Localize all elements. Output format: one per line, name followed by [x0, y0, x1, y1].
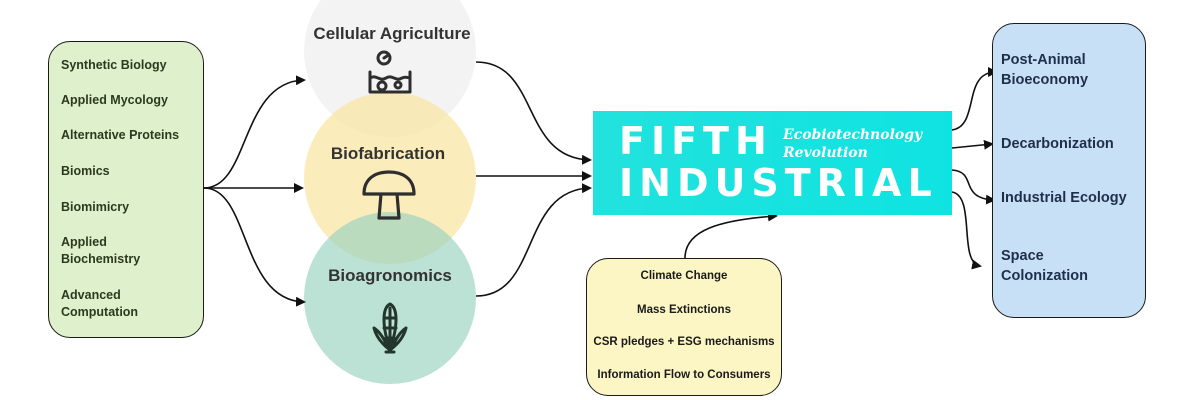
outcomes-box: Post-Animal Bioeconomy Decarbonization I… — [992, 23, 1146, 318]
input-item: Synthetic Biology — [61, 58, 167, 72]
input-item: Applied Mycology — [61, 93, 168, 107]
driver-item: Climate Change — [640, 270, 728, 282]
driver-item: CSR pledges + ESG mechanisms — [593, 336, 775, 348]
outcome-item: Post-Animal Bioeconomy — [1001, 52, 1089, 88]
arrow-drivers-to-banner — [684, 211, 778, 259]
banner-subtitle-line2: Revolution — [783, 145, 868, 161]
biofabrication-label: Biofabrication — [330, 144, 446, 163]
arrow-banner-to-space-colonization — [951, 191, 982, 270]
input-item: Biomimicry — [61, 200, 130, 214]
arrow-bioagronomics-to-banner — [475, 183, 592, 297]
arrow-cellular-to-banner — [475, 61, 592, 165]
driver-item: Mass Extinctions — [637, 304, 731, 316]
bioagronomics-label: Bioagronomics — [328, 266, 452, 285]
outcome-item: Space Colonization — [1001, 248, 1088, 284]
input-item: Advanced Computation — [61, 288, 139, 319]
banner-word-industrial: INDUSTRIAL — [619, 161, 938, 205]
driver-item: Information Flow to Consumers — [597, 369, 771, 381]
arrow-inputs-to-cellular — [203, 75, 306, 189]
inputs-box: Synthetic Biology Applied Mycology Alter… — [48, 41, 204, 338]
bioagronomics-circle — [304, 212, 476, 384]
outcome-item: Decarbonization — [1001, 136, 1114, 152]
input-item: Applied Biochemistry — [61, 235, 141, 266]
banner-word-fifth: FIFTH — [619, 119, 773, 163]
input-item: Alternative Proteins — [61, 128, 180, 142]
outcome-item: Industrial Ecology — [1001, 190, 1127, 206]
cellular-agriculture-label: Cellular Agriculture — [313, 24, 471, 43]
mushroom-icon — [362, 170, 416, 220]
arrow-banner-to-post-animal — [951, 67, 998, 131]
arrow-banner-to-industrial-ecology — [951, 169, 996, 205]
arrow-inputs-to-bioagronomics — [203, 187, 306, 307]
drivers-box: Climate Change Mass Extinctions CSR pled… — [586, 258, 782, 396]
banner-subtitle-line1: Ecobiotechnology — [783, 127, 923, 143]
fifth-industrial-banner: FIFTH INDUSTRIAL Ecobiotechnology Revolu… — [593, 111, 952, 215]
arrow-banner-to-decarbonization — [951, 139, 994, 150]
corn-icon — [372, 302, 408, 354]
bioreactor-cells-icon — [368, 50, 412, 94]
input-item: Biomics — [61, 164, 110, 178]
